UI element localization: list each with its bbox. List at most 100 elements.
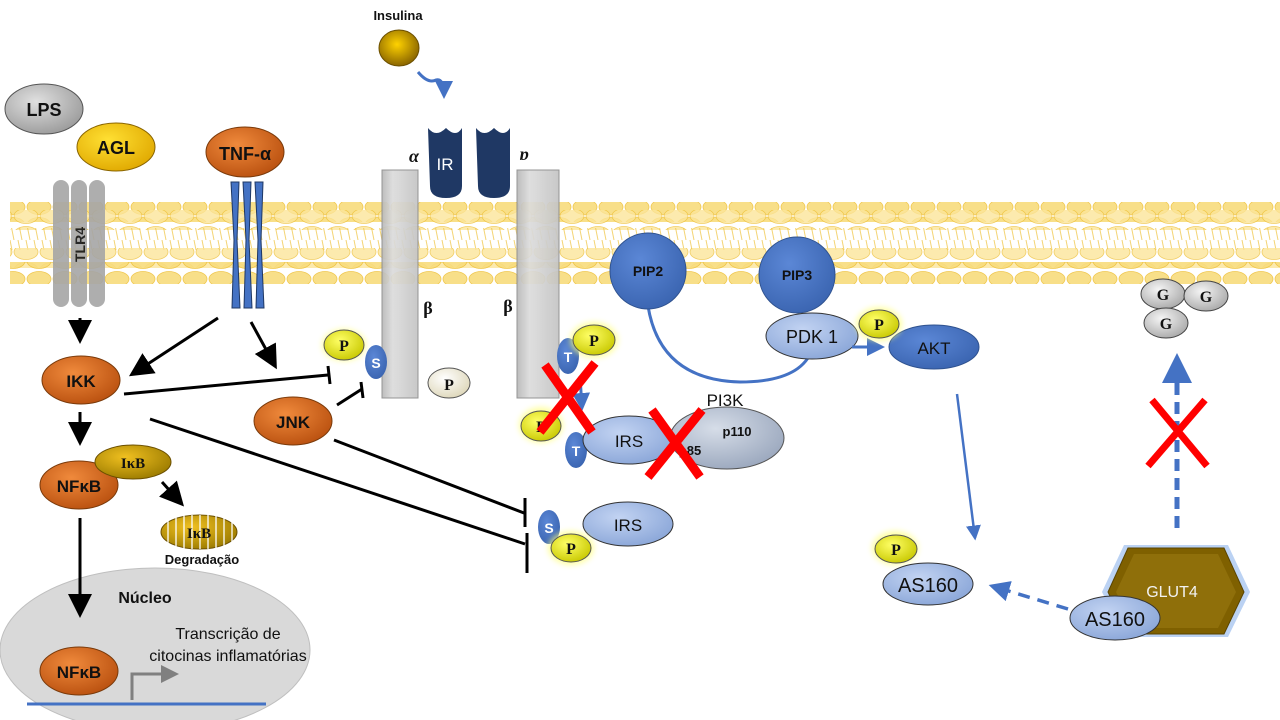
- svg-text:T: T: [564, 349, 573, 365]
- alpha-right-label: ɒ: [520, 144, 529, 164]
- nucleus-label: Núcleo: [118, 590, 172, 607]
- pdk1-label: PDK 1: [786, 327, 838, 347]
- ikb-bound: IκB: [94, 444, 172, 480]
- inhibition-x-receptor-irs: [536, 360, 599, 435]
- svg-text:T: T: [572, 443, 581, 459]
- threonine-phosphorylation-receptor: T P: [557, 322, 618, 411]
- as160-phosphorylated: P AS160: [872, 531, 974, 606]
- as160-phos-label: AS160: [898, 575, 958, 597]
- serine-site: [538, 510, 560, 544]
- pip3: PIP3: [758, 236, 836, 314]
- phospho-p: [323, 329, 365, 361]
- akt-to-as160-arrow: [955, 393, 981, 541]
- receptor-alpha-right: [476, 128, 510, 198]
- pip2-label: PIP2: [633, 263, 664, 279]
- svg-text:P: P: [444, 377, 454, 394]
- agl: AGL: [76, 122, 156, 172]
- nfkb-nucleus-label: NFκB: [57, 663, 101, 682]
- beta-right-label: β: [503, 296, 512, 316]
- svg-text:S: S: [371, 355, 380, 371]
- phospho-p: [858, 309, 900, 339]
- akt-label: AKT: [917, 339, 950, 358]
- tlr4-label: TLR4: [72, 227, 88, 262]
- free-phosphate: P: [427, 367, 471, 399]
- svg-text:P: P: [891, 542, 901, 559]
- receptor-beta-left: [381, 169, 419, 399]
- inhibition-x-glut4: [1145, 397, 1210, 469]
- agl-label: AGL: [97, 138, 135, 158]
- arrow-tnf-to-ikk: [128, 316, 219, 377]
- inflammatory-arrows: [68, 316, 529, 618]
- svg-text:G: G: [1160, 316, 1173, 333]
- arrow-tnf-to-jnk: [249, 321, 277, 370]
- irs-top-label: IRS: [615, 432, 643, 451]
- receptor-alpha-left: [428, 128, 462, 198]
- as160-glut4: AS160: [1069, 595, 1161, 641]
- svg-text:P: P: [874, 317, 884, 334]
- nfkb-nucleus: NFκB: [39, 646, 119, 696]
- irs-bottom-label: IRS: [614, 516, 642, 535]
- ikb-degraded: IκB Degradação: [160, 514, 239, 567]
- akt: AKT P: [856, 307, 980, 370]
- glucose-molecule: [1143, 307, 1189, 339]
- degradation-label: Degradação: [165, 552, 239, 567]
- jnk: JNK: [253, 396, 333, 446]
- svg-text:P: P: [566, 541, 576, 558]
- p110-label: p110: [723, 424, 752, 439]
- svg-text:G: G: [1157, 287, 1170, 304]
- arrow-ikb-to-degradation: [159, 480, 185, 507]
- ikb-degraded-label: IκB: [187, 526, 211, 542]
- as160-glut-label: AS160: [1085, 609, 1145, 631]
- irs-bottom: S IRS P: [538, 501, 674, 565]
- as160-release-arrow: [988, 581, 1069, 611]
- glucose-molecule: [1183, 280, 1229, 312]
- insulin-binding-arrow: [416, 71, 453, 99]
- svg-text:S: S: [544, 520, 553, 536]
- pip3-label: PIP3: [782, 267, 813, 283]
- svg-text:P: P: [339, 338, 349, 355]
- svg-text:P: P: [589, 333, 599, 350]
- nfkb-cytoplasm: NFκB: [39, 460, 119, 510]
- beta-left-label: β: [423, 298, 432, 318]
- alpha-left-label: α: [409, 146, 420, 166]
- serine-site: [365, 345, 387, 379]
- ikb-label: IκB: [121, 456, 145, 472]
- pip2: PIP2: [609, 232, 687, 310]
- inhibit-ikk-to-irs-serine: [123, 373, 329, 396]
- jnk-label: JNK: [276, 413, 311, 432]
- tnf-receptor: [230, 181, 265, 309]
- tnf-alpha: TNF-α: [205, 126, 285, 178]
- threonine-site: [565, 432, 587, 468]
- receptor-beta-right: [516, 169, 560, 399]
- phospho-p: [874, 534, 918, 564]
- phospho-p: [550, 533, 592, 563]
- tnf-label: TNF-α: [219, 144, 271, 164]
- lps-label: LPS: [26, 100, 61, 120]
- glucose-cluster: G G G: [1140, 278, 1229, 339]
- cell-membrane: [10, 202, 1280, 284]
- inhibit-jnk-to-irs: [333, 438, 525, 515]
- ikk-label: IKK: [66, 372, 96, 391]
- inhibition-x-irs-pi3k: [644, 407, 706, 480]
- pdk1: PDK 1: [765, 312, 859, 360]
- pip2-to-pip3-conversion: [646, 305, 814, 384]
- insulin-label: Insulina: [373, 8, 423, 23]
- pi3k-label: PI3K: [707, 391, 745, 410]
- serine-phosphorylation-receptor: S P: [322, 329, 387, 379]
- svg-text:G: G: [1200, 289, 1213, 306]
- pi3k: PI3K p110 p85: [669, 391, 785, 470]
- glut4-label: GLUT4: [1146, 584, 1198, 601]
- transcription-start-arrow: [130, 665, 179, 700]
- tlr4-receptor: TLR4: [53, 180, 105, 307]
- lps: LPS: [4, 83, 84, 135]
- nfkb-label: NFκB: [57, 477, 101, 496]
- ikk: IKK: [41, 355, 121, 405]
- insulin: Insulina: [373, 8, 453, 99]
- transcription-line1: Transcrição de: [175, 626, 280, 643]
- ir-label: IR: [437, 155, 454, 174]
- inhibit-jnk-to-irs-serine: [336, 387, 363, 407]
- transcription-line2: citocinas inflamatórias: [149, 648, 306, 665]
- inhibit-ikk-to-irs: [149, 417, 526, 546]
